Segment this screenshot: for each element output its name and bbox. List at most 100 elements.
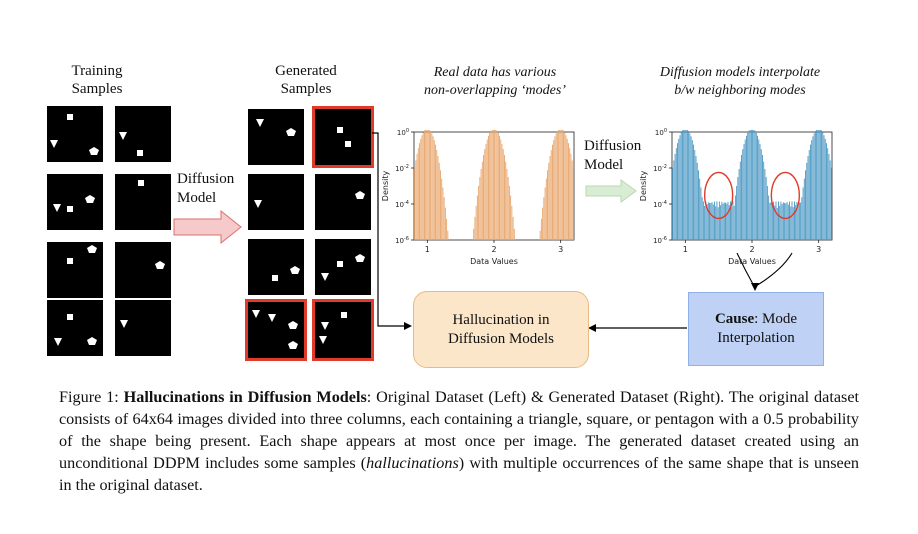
density-bar <box>511 205 513 240</box>
density-bar <box>543 197 545 240</box>
density-bar <box>733 205 735 240</box>
density-bar <box>732 201 734 240</box>
training-sample-image <box>47 106 103 162</box>
y-tick-label: 10-2 <box>395 164 409 173</box>
density-bar <box>565 135 567 240</box>
density-bar <box>494 129 496 240</box>
density-bar <box>560 129 562 240</box>
density-bar <box>563 130 564 240</box>
generated-samples-heading: Generated Samples <box>258 62 354 98</box>
density-bar <box>779 205 781 240</box>
density-bar <box>695 156 697 240</box>
density-bar <box>760 149 762 240</box>
density-bar <box>749 129 751 240</box>
density-bar <box>506 168 508 240</box>
density-bar <box>782 202 784 240</box>
density-bar <box>826 143 827 240</box>
density-bar <box>798 202 800 240</box>
density-bar <box>807 156 809 240</box>
density-bar <box>746 135 747 240</box>
density-bar <box>679 135 681 240</box>
density-bar <box>776 207 778 240</box>
density-bar <box>691 140 693 240</box>
density-bar <box>765 177 767 240</box>
density-bar <box>743 143 745 240</box>
density-bar <box>440 170 441 240</box>
density-bar <box>730 201 731 240</box>
density-bar <box>414 167 416 240</box>
density-bar <box>430 130 432 240</box>
density-bar <box>426 129 428 240</box>
density-bar <box>816 129 818 240</box>
y-tick-label: 100 <box>397 128 409 137</box>
density-bar <box>568 143 569 240</box>
density-bar <box>704 206 706 240</box>
density-bar <box>810 144 811 240</box>
density-bar <box>561 129 563 240</box>
density-bar <box>786 202 788 240</box>
density-bar <box>758 139 760 240</box>
training-sample-image <box>47 174 103 230</box>
x-axis-label: Data Values <box>728 257 776 266</box>
density-bar <box>688 130 690 240</box>
density-bar <box>705 201 707 240</box>
density-bar <box>769 202 771 240</box>
density-bar <box>811 140 813 240</box>
diffusion-label-1-line2: Model <box>177 190 217 206</box>
density-bar <box>556 130 558 240</box>
density-bar <box>763 161 765 240</box>
density-bar <box>548 162 550 240</box>
density-bar <box>421 135 423 240</box>
density-bar <box>829 160 831 240</box>
density-bar <box>694 150 696 240</box>
density-bar <box>500 139 502 240</box>
density-bar <box>830 167 832 240</box>
density-bar <box>480 168 482 240</box>
diffusion-arrow-2-icon <box>585 179 637 203</box>
density-bar <box>552 144 553 240</box>
density-bar <box>544 187 546 240</box>
density-bar <box>433 140 435 240</box>
y-tick-label: 10-6 <box>653 236 667 245</box>
caption-prefix: Figure 1: <box>59 388 124 406</box>
density-bar <box>768 195 770 240</box>
density-bar <box>441 178 443 240</box>
density-bar <box>731 207 733 240</box>
density-bar <box>502 149 504 240</box>
density-bar <box>422 132 424 240</box>
density-bar <box>497 132 499 240</box>
cause-box: Cause: Mode Interpolation <box>688 292 824 366</box>
x-tick-label: 3 <box>558 245 563 254</box>
x-tick-label: 1 <box>425 245 430 254</box>
density-bar <box>508 185 510 240</box>
training-sample-image <box>115 174 171 230</box>
generated-heading-line1: Generated <box>275 63 337 79</box>
density-bar <box>558 129 560 240</box>
density-bar <box>476 195 478 240</box>
density-bar <box>690 136 692 240</box>
density-bar <box>490 130 492 240</box>
density-bar <box>716 201 718 240</box>
density-bar <box>488 135 489 240</box>
diffusion-arrow-icon <box>173 210 242 244</box>
y-tick-label: 10-4 <box>653 200 667 209</box>
density-bar <box>677 143 678 240</box>
figure-caption: Figure 1: Hallucinations in Diffusion Mo… <box>59 386 859 496</box>
density-bar <box>485 143 487 240</box>
density-bar <box>750 129 752 240</box>
density-bar <box>827 148 829 240</box>
density-bar <box>496 130 498 240</box>
density-bar <box>569 148 571 240</box>
density-bar <box>721 201 723 240</box>
density-bar <box>775 201 777 240</box>
x-tick-label: 3 <box>816 245 821 254</box>
generated-sample-image <box>315 174 371 230</box>
density-bar <box>553 140 555 240</box>
density-bar <box>780 201 782 240</box>
density-bar <box>505 161 507 240</box>
density-bar <box>419 143 420 240</box>
generated-sample-image <box>248 239 304 295</box>
density-bar <box>784 202 786 240</box>
density-bar <box>711 202 713 240</box>
